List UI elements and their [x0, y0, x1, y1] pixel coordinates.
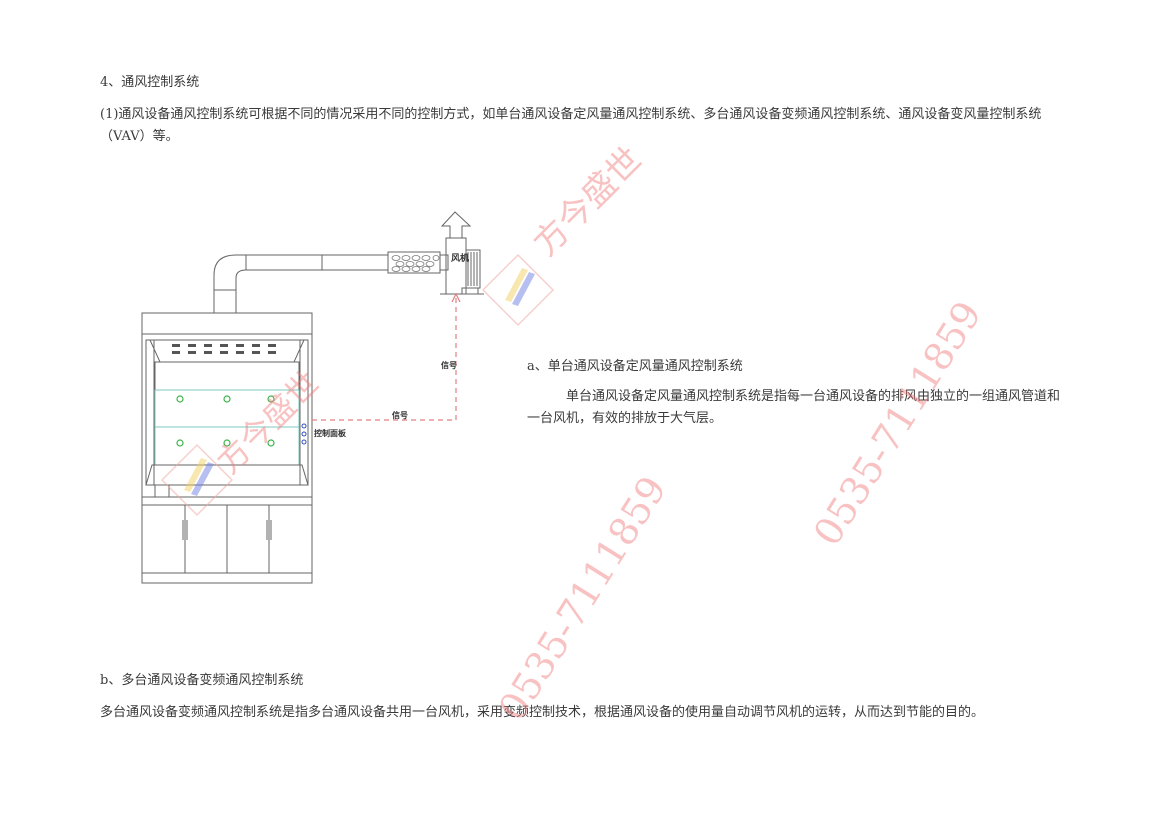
system-b-paragraph: 多台通风设备变频通风控制系统是指多台通风设备共用一台风机，采用变频控制技术，根据… [100, 705, 985, 720]
duct [213, 251, 449, 314]
fume-hood [141, 312, 313, 584]
signal-lines [312, 295, 457, 421]
section-heading: 4、通风控制系统 [100, 75, 200, 90]
signal-arrow [451, 292, 461, 303]
system-a-paragraph: 单台通风设备定风量通风控制系统是指每一台通风设备的排风由独立的一组通风管道和一台… [527, 389, 1061, 426]
silencer [391, 255, 440, 272]
sash-markers [176, 395, 275, 447]
control-panel-label: 控制面板 [314, 428, 347, 438]
control-panel-buttons [301, 423, 307, 445]
signal-label-horizontal: 信号 [392, 410, 408, 420]
fan-unit [440, 211, 484, 295]
fan-label: 风机 [451, 252, 469, 264]
section-intro-paragraph: (1)通风设备通风控制系统可根据不同的情况采用不同的控制方式，如单台通风设备定风… [100, 107, 1042, 144]
system-b-heading: b、多台通风设备变频通风控制系统 [100, 673, 304, 688]
system-a-heading: a、单台通风设备定风量通风控制系统 [527, 359, 743, 374]
signal-label-vertical: 信号 [441, 360, 457, 370]
